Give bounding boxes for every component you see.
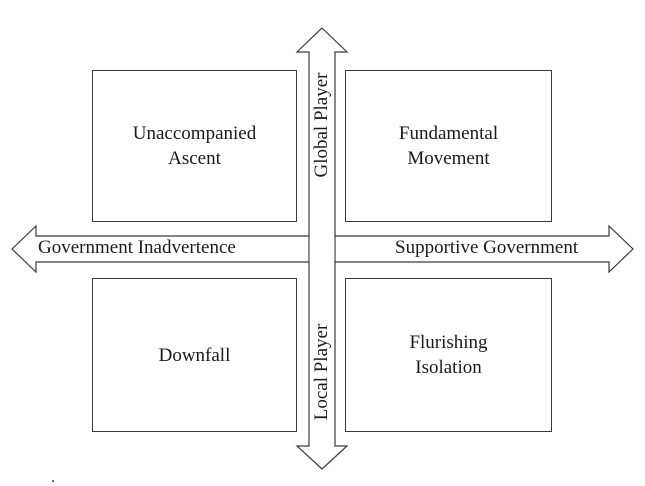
axis-label-left: Government Inadvertence [38,237,236,258]
axis-label-right: Supportive Government [395,237,579,258]
quadrant-title-line1: Fundamental [398,123,499,144]
quadrant-downfall: Downfall [92,278,297,432]
quadrant-title-line2: Isolation [415,357,482,378]
quadrant-fundamental-movement: Fundamental Movement [345,70,552,222]
axis-label-bottom: Local Player [311,323,332,421]
quadrant-title-line1: Downfall [158,344,231,366]
quadrant-title-line1: Unaccompanied [132,123,257,144]
footnote-mark: . [51,469,55,486]
quadrant-title-line1: Flurishing [409,332,488,353]
quadrant-title-line2: Movement [407,148,490,169]
axis-label-top: Global Player [311,72,332,178]
arrow-crossing [309,236,335,262]
quadrant-title-line2: Ascent [168,148,221,169]
quadrant-unaccompanied-ascent: Unaccompanied Ascent [92,70,297,222]
quadrant-flurishing-isolation: Flurishing Isolation [345,278,552,432]
